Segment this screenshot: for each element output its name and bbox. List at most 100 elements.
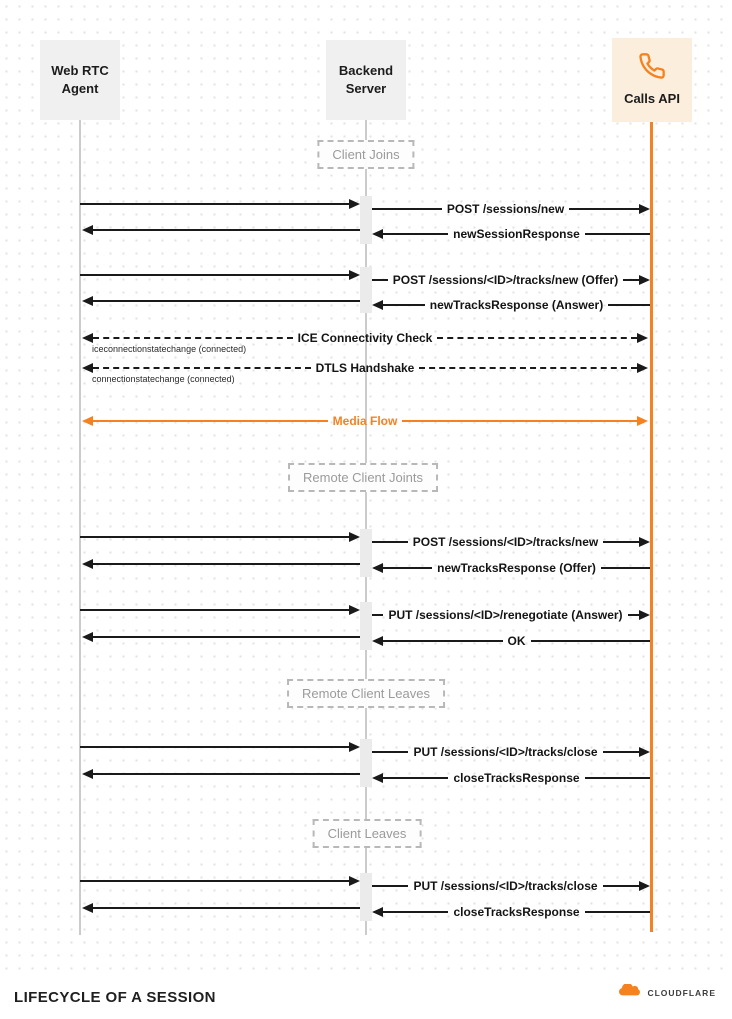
dtls-handshake-arrow: DTLS Handshake <box>82 360 649 376</box>
response-arrow: closeTracksResponse <box>372 770 651 786</box>
arrow-line <box>437 337 638 339</box>
response-arrow: OK <box>372 633 650 649</box>
arrow-line <box>80 203 349 205</box>
activation-bar <box>360 739 372 787</box>
request-arrow: PUT /sessions/<ID>/renegotiate (Answer) <box>372 607 651 623</box>
page-title: LIFECYCLE OF A SESSION <box>14 989 216 1006</box>
group-remote-client-joins: Remote Client Joints <box>288 463 438 492</box>
arrowhead <box>349 532 360 542</box>
response-arrow <box>82 556 360 572</box>
arrow-line <box>372 541 408 543</box>
message-label: POST /sessions/<ID>/tracks/new <box>412 535 599 549</box>
request-arrow <box>80 873 360 889</box>
arrow-line <box>383 640 503 642</box>
response-arrow <box>82 293 360 309</box>
request-arrow: PUT /sessions/<ID>/tracks/close <box>372 744 651 760</box>
arrowhead <box>82 632 93 642</box>
arrow-line <box>569 208 639 210</box>
arrowhead <box>372 563 383 573</box>
arrow-line <box>93 420 328 422</box>
request-arrow <box>80 196 360 212</box>
arrowhead <box>82 903 93 913</box>
arrow-line <box>93 229 360 231</box>
arrowhead <box>349 876 360 886</box>
group-label: Remote Client Joints <box>303 470 423 485</box>
response-arrow <box>82 900 360 916</box>
arrow-line <box>383 911 449 913</box>
arrow-line <box>93 907 360 909</box>
arrow-line <box>602 751 640 753</box>
request-arrow: POST /sessions/new <box>372 201 650 217</box>
request-arrow: POST /sessions/<ID>/tracks/new <box>372 534 651 550</box>
arrow-line <box>93 773 360 775</box>
arrow-line <box>383 233 449 235</box>
group-label: Remote Client Leaves <box>302 686 430 701</box>
arrow-line <box>80 746 349 748</box>
arrow-line <box>93 337 293 339</box>
arrow-line <box>602 885 640 887</box>
arrow-line <box>383 304 425 306</box>
message-label: PUT /sessions/<ID>/renegotiate (Answer) <box>388 608 623 622</box>
cloudflare-cloud-icon <box>617 982 643 1002</box>
message-label: closeTracksResponse <box>453 771 580 785</box>
arrowhead <box>639 537 651 547</box>
arrowhead <box>639 881 651 891</box>
ice-check-arrow: ICE Connectivity Check <box>82 330 649 346</box>
event-note: connectionstatechange (connected) <box>92 374 235 384</box>
arrowhead <box>372 229 383 239</box>
group-remote-client-leaves: Remote Client Leaves <box>287 679 445 708</box>
actor-label: Web RTC Agent <box>51 63 109 96</box>
arrow-line <box>80 880 349 882</box>
arrowhead <box>639 275 651 285</box>
message-label: PUT /sessions/<ID>/tracks/close <box>413 745 598 759</box>
activation-bar <box>360 267 372 313</box>
message-label: POST /sessions/<ID>/tracks/new (Offer) <box>392 273 619 287</box>
arrowhead <box>372 300 383 310</box>
arrow-line <box>584 777 651 779</box>
arrow-line <box>372 614 384 616</box>
arrowhead <box>639 747 651 757</box>
arrowhead <box>372 773 383 783</box>
lifeline-backend-server <box>365 120 367 935</box>
response-arrow <box>82 629 360 645</box>
arrowhead <box>82 363 93 373</box>
message-label: newTracksResponse (Answer) <box>429 298 604 312</box>
activation-bar <box>360 602 372 650</box>
lifeline-web-rtc-agent <box>79 120 81 935</box>
group-client-joins: Client Joins <box>317 140 415 169</box>
arrowhead <box>637 416 649 426</box>
response-arrow <box>82 766 360 782</box>
response-arrow: closeTracksResponse <box>372 904 651 920</box>
arrowhead <box>82 333 93 343</box>
request-arrow: POST /sessions/<ID>/tracks/new (Offer) <box>372 272 651 288</box>
arrow-line <box>80 536 349 538</box>
arrowhead <box>349 199 360 209</box>
message-label: Media Flow <box>332 414 398 428</box>
arrowhead <box>372 636 383 646</box>
arrowhead <box>82 769 93 779</box>
arrow-line <box>93 636 360 638</box>
message-label: ICE Connectivity Check <box>297 331 433 345</box>
arrow-line <box>383 777 449 779</box>
arrow-line <box>372 751 409 753</box>
footer: LIFECYCLE OF A SESSION CLOUDFLARE <box>0 971 732 1019</box>
request-arrow <box>80 267 360 283</box>
group-client-leaves: Client Leaves <box>312 819 422 848</box>
message-label: OK <box>507 634 526 648</box>
arrowhead <box>637 363 649 373</box>
arrow-line <box>372 208 442 210</box>
message-label: PUT /sessions/<ID>/tracks/close <box>413 879 598 893</box>
actor-calls-api: Calls API <box>612 38 692 122</box>
arrowhead <box>82 296 93 306</box>
arrow-line <box>419 367 638 369</box>
actor-label: Backend Server <box>338 63 394 96</box>
arrow-line <box>603 541 640 543</box>
message-label: newTracksResponse (Offer) <box>437 561 596 575</box>
arrowhead <box>349 742 360 752</box>
arrowhead <box>82 559 93 569</box>
lifeline-calls-api <box>650 122 653 932</box>
arrowhead <box>349 605 360 615</box>
arrow-line <box>584 233 650 235</box>
arrow-line <box>584 911 651 913</box>
